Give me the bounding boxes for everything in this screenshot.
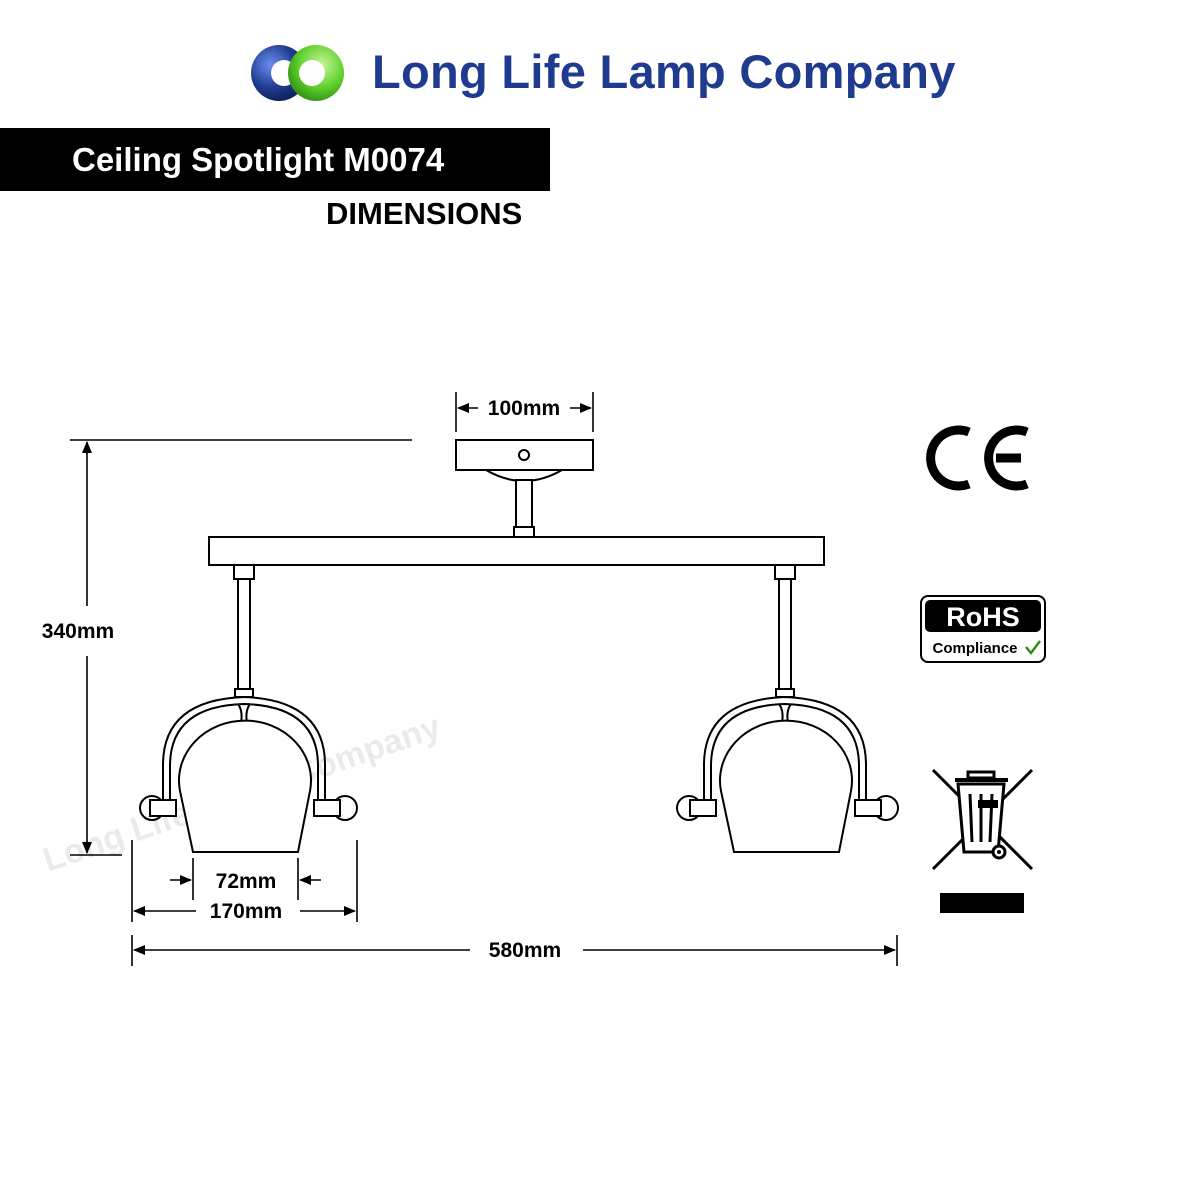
dim-canopy-width: 100mm [488, 397, 560, 420]
section-heading: DIMENSIONS [326, 196, 523, 231]
ce-mark-label: CE [980, 457, 982, 459]
product-title: Ceiling Spotlight M0074 [72, 141, 445, 178]
ce-mark-icon [926, 425, 1029, 491]
rohs-subtitle: Compliance [932, 640, 1017, 657]
dim-shade-inner: 72mm [216, 870, 277, 893]
dim-bracket-width: 170mm [210, 900, 282, 923]
lamp-fixture [139, 439, 899, 853]
weee-bar [940, 893, 1024, 913]
dim-height: 340mm [42, 620, 114, 643]
weee-bin-icon [931, 768, 1034, 871]
company-logo-icon [251, 45, 344, 101]
check-icon [1025, 640, 1041, 656]
dim-total-width: 580mm [489, 939, 561, 962]
dimension-lines [70, 392, 898, 966]
rohs-badge-icon [920, 595, 1046, 663]
brand-name: Long Life Lamp Company [372, 45, 956, 98]
title-bar [0, 128, 550, 191]
rohs-title: RoHS [946, 602, 1020, 632]
